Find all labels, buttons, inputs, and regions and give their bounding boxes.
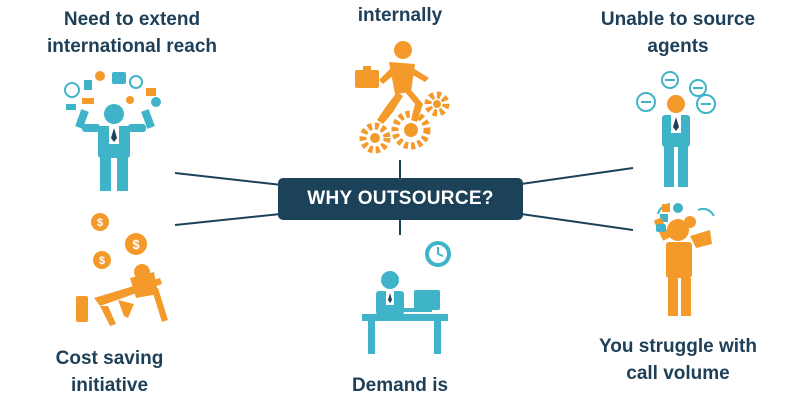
- label-top-left: Need to extend international reach: [22, 6, 242, 60]
- label-bottom-left-line1: Cost saving: [55, 348, 164, 369]
- center-title-box: WHY OUTSOURCE?: [278, 178, 523, 220]
- confused-agent-icon: [636, 71, 716, 187]
- label-top-left-line1: Need to extend: [63, 9, 201, 30]
- label-top-right-line1: Unable to source: [600, 9, 756, 30]
- label-top-center: internally: [300, 2, 500, 29]
- running-man-gears-icon: [355, 41, 450, 154]
- label-top-center-line1: internally: [357, 5, 443, 26]
- label-bottom-center-line1: Demand is: [351, 375, 449, 396]
- label-bottom-center: Demand is: [300, 372, 500, 399]
- label-top-right: Unable to source agents: [568, 6, 788, 60]
- label-top-right-line2: agents: [647, 36, 709, 57]
- label-top-left-line2: international reach: [47, 36, 217, 57]
- svg-text:$: $: [97, 217, 103, 229]
- desk-worker-clock-icon: [362, 241, 451, 354]
- label-bottom-right-line1: You struggle with: [599, 336, 757, 357]
- label-bottom-right: You struggle with call volume: [568, 333, 788, 387]
- svg-text:$: $: [99, 255, 105, 267]
- stressed-caller-icon: [653, 203, 715, 316]
- businessman-ideas-icon: [64, 71, 161, 191]
- label-bottom-left-line2: initiative: [70, 375, 149, 396]
- label-bottom-left: Cost saving initiative: [22, 345, 197, 399]
- label-bottom-right-line2: call volume: [626, 363, 730, 384]
- relaxing-man-coins-icon: $ $ $: [76, 213, 168, 326]
- center-title: WHY OUTSOURCE?: [307, 188, 494, 209]
- svg-text:$: $: [132, 237, 140, 252]
